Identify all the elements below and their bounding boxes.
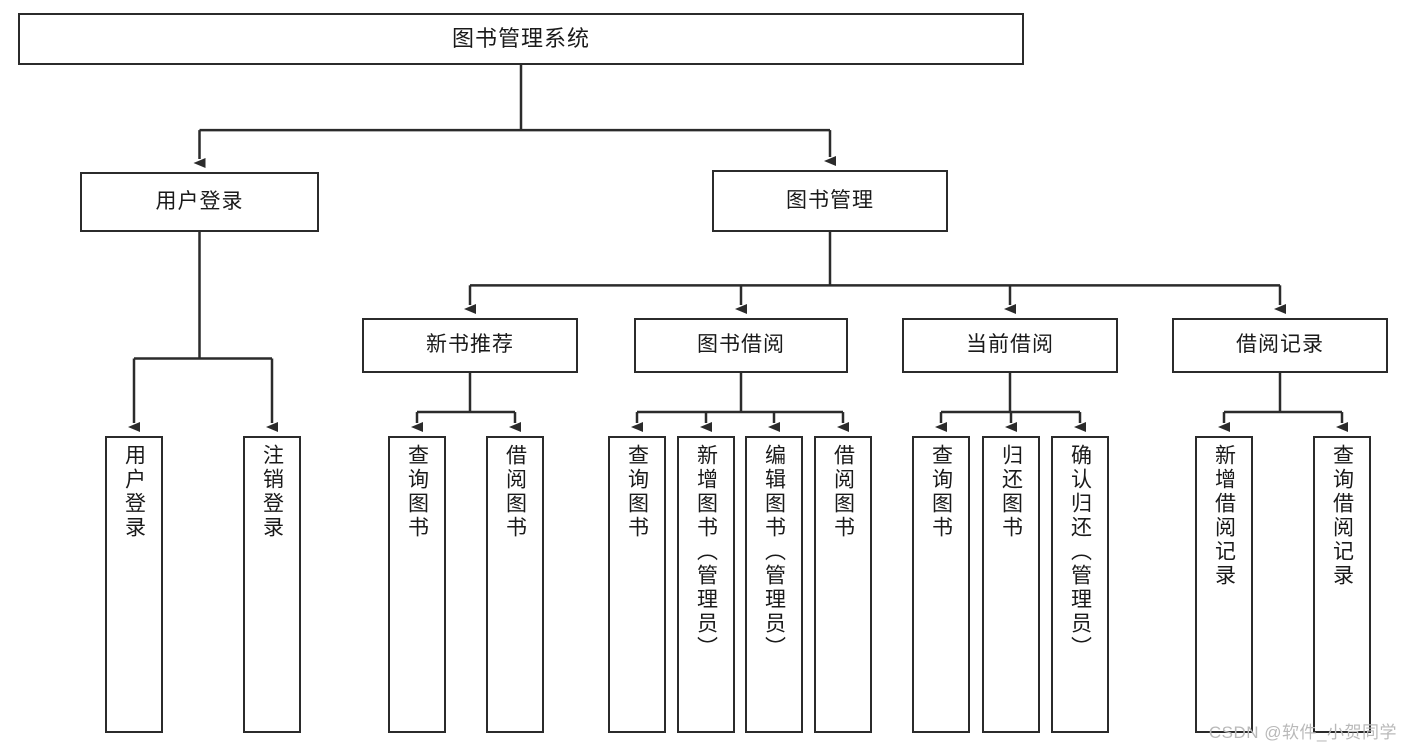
node-l6[interactable]: 新增图书（管理员） — [677, 436, 735, 733]
node-label: 新增图书（管理员） — [694, 444, 718, 660]
node-label: 查询图书 — [405, 444, 429, 540]
node-label: 编辑图书（管理员） — [762, 444, 786, 660]
node-l4[interactable]: 借阅图书 — [486, 436, 544, 733]
node-l9[interactable]: 查询图书 — [912, 436, 970, 733]
node-label: 注销登录 — [260, 444, 284, 540]
node-records[interactable]: 借阅记录 — [1172, 318, 1388, 373]
node-label: 新书推荐 — [426, 333, 514, 357]
node-l11[interactable]: 确认归还（管理员） — [1051, 436, 1109, 733]
node-label: 图书管理系统 — [451, 26, 590, 52]
node-label: 新增借阅记录 — [1212, 444, 1236, 588]
node-l1[interactable]: 用户登录 — [105, 436, 163, 733]
node-label: 借阅记录 — [1236, 333, 1324, 357]
node-l3[interactable]: 查询图书 — [388, 436, 446, 733]
node-l12[interactable]: 新增借阅记录 — [1195, 436, 1253, 733]
node-l7[interactable]: 编辑图书（管理员） — [745, 436, 803, 733]
node-label: 用户登录 — [155, 189, 244, 213]
node-label: 查询借阅记录 — [1330, 444, 1354, 588]
node-label: 借阅图书 — [503, 444, 527, 540]
watermark-text: CSDN @软件_小贺同学 — [1208, 723, 1397, 742]
node-current[interactable]: 当前借阅 — [902, 318, 1118, 373]
node-l5[interactable]: 查询图书 — [608, 436, 666, 733]
node-label: 当前借阅 — [966, 333, 1054, 357]
node-label: 图书管理 — [786, 188, 874, 212]
node-l13[interactable]: 查询借阅记录 — [1313, 436, 1371, 733]
node-label: 用户登录 — [122, 444, 146, 540]
node-label: 查询图书 — [625, 444, 649, 540]
node-l2[interactable]: 注销登录 — [243, 436, 301, 733]
node-bookmgmt[interactable]: 图书管理 — [712, 170, 948, 232]
node-label: 图书借阅 — [697, 333, 785, 357]
node-label: 确认归还（管理员） — [1068, 444, 1092, 660]
node-label: 查询图书 — [929, 444, 953, 540]
node-login[interactable]: 用户登录 — [80, 172, 319, 232]
node-l8[interactable]: 借阅图书 — [814, 436, 872, 733]
node-borrow[interactable]: 图书借阅 — [634, 318, 848, 373]
node-l10[interactable]: 归还图书 — [982, 436, 1040, 733]
node-newbook[interactable]: 新书推荐 — [362, 318, 578, 373]
node-root[interactable]: 图书管理系统 — [18, 13, 1024, 65]
node-label: 借阅图书 — [831, 444, 855, 540]
node-label: 归还图书 — [999, 444, 1023, 540]
